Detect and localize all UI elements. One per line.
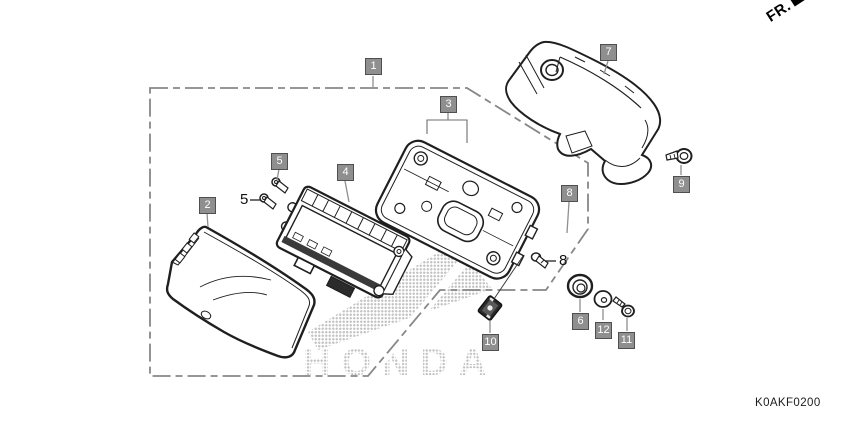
part-7-meter-bracket: [505, 40, 662, 185]
part-4-meter-unit: [275, 185, 413, 299]
part-3-meter-case: [374, 139, 541, 280]
assembly-boundary: [149, 87, 589, 377]
inline-ref-8: 8: [559, 252, 568, 269]
callout-11[interactable]: 11: [618, 332, 635, 349]
diagram-code: K0AKF0200: [755, 397, 821, 409]
part-12-washer: [593, 290, 613, 308]
callout-2[interactable]: 2: [199, 197, 216, 214]
callout-5[interactable]: 5: [271, 153, 288, 170]
leader-lines: [206, 60, 682, 333]
callout-3[interactable]: 3: [440, 96, 457, 113]
callout-1[interactable]: 1: [365, 58, 382, 75]
part-9-screw: [665, 148, 693, 164]
callout-12[interactable]: 12: [595, 322, 612, 339]
part-6-grommet: [566, 273, 594, 299]
callout-9[interactable]: 9: [673, 176, 690, 193]
callout-8[interactable]: 8: [561, 185, 578, 202]
callout-10[interactable]: 10: [482, 334, 499, 351]
callout-4[interactable]: 4: [337, 164, 354, 181]
part-2-meter-lens: [165, 225, 316, 359]
callout-7[interactable]: 7: [600, 44, 617, 61]
part-11-screw: [612, 296, 635, 318]
inline-ref-5: 5: [240, 191, 249, 208]
part-10-clip: [477, 295, 503, 321]
callout-6[interactable]: 6: [572, 313, 589, 330]
part-5-screws: [259, 177, 289, 210]
